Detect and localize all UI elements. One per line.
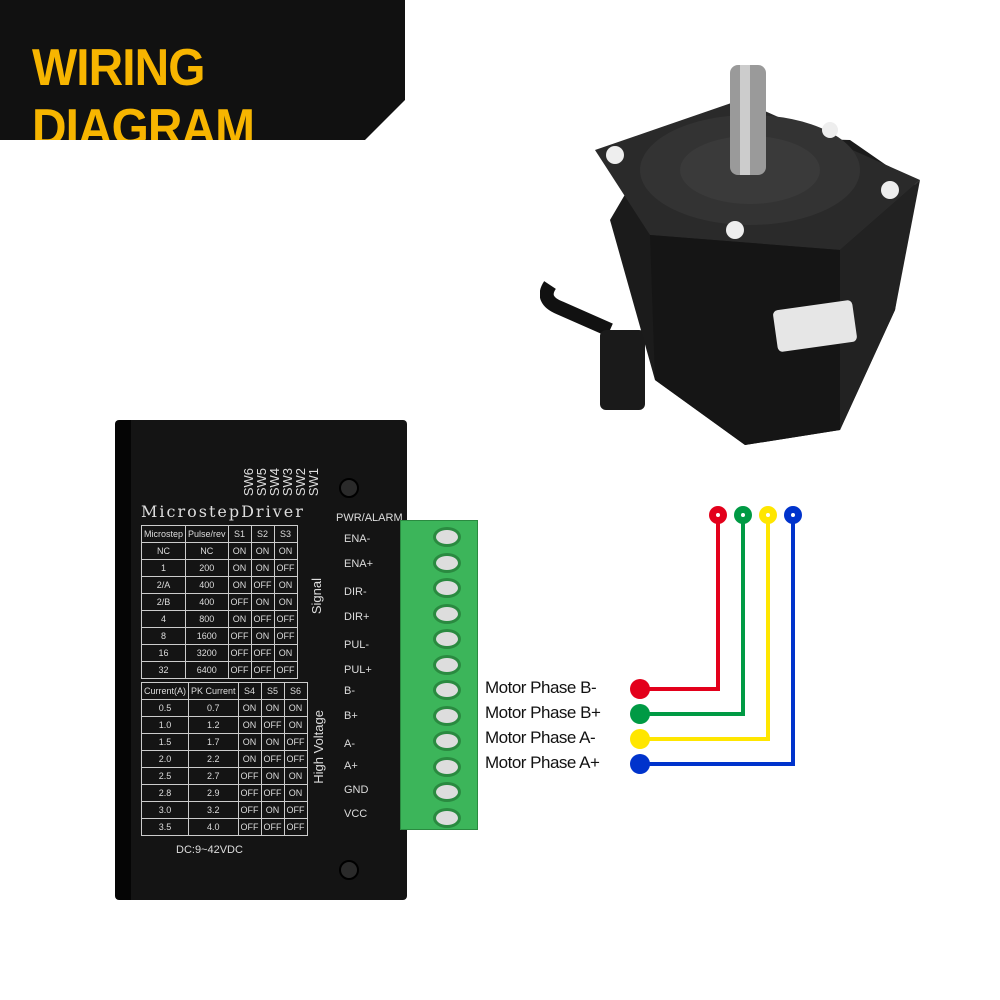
signal-pin-label: PUL-	[344, 639, 370, 651]
wire-label: Motor Phase B-	[485, 678, 597, 697]
driver-title: MicrostepDriver	[141, 502, 305, 521]
wire	[640, 515, 720, 691]
wire-end-dot	[630, 704, 650, 724]
wire-end-dot	[630, 679, 650, 699]
power-pin-label: B+	[344, 710, 358, 722]
wire-label: Motor Phase A+	[485, 753, 600, 772]
power-pin-label: A+	[344, 760, 358, 772]
terminal-screw	[433, 654, 461, 675]
terminal-screw	[433, 756, 461, 777]
terminal-screw	[433, 527, 461, 547]
signal-pin-label: DIR+	[344, 611, 370, 623]
power-pin-label: VCC	[344, 808, 368, 820]
terminal-screw	[433, 680, 461, 700]
wire-end-dot-center	[741, 513, 745, 517]
table-cell: 3.5	[140, 818, 190, 836]
wire-label: Motor Phase B+	[485, 703, 601, 722]
wire-end-dot-center	[791, 513, 795, 517]
signal-pin-label: ENA-	[344, 533, 371, 545]
header-banner: WIRING DIAGRAM	[0, 0, 405, 140]
banner-title: WIRING DIAGRAM	[32, 39, 255, 157]
screw	[339, 860, 359, 880]
wire-end-dot-center	[766, 513, 770, 517]
wire-end-dot-center	[716, 513, 720, 517]
table-cell: OFF	[283, 801, 308, 819]
terminal-block	[400, 520, 478, 830]
terminal-screw	[433, 578, 461, 598]
power-pin-label: GND	[344, 784, 369, 796]
terminal-screw	[433, 807, 461, 828]
terminal-screw	[433, 603, 461, 624]
terminal-screw	[433, 731, 461, 751]
terminal-screw	[433, 629, 461, 649]
table-cell: OFF	[260, 818, 285, 836]
signal-pin-label: PUL+	[344, 664, 372, 676]
table-cell: OFF	[283, 818, 308, 836]
wire	[640, 515, 795, 766]
terminal-screw	[433, 552, 461, 573]
table-cell: 32	[140, 661, 187, 679]
pwr-alarm-label: PWR/ALARM	[336, 512, 403, 524]
wire-label: Motor Phase A-	[485, 728, 596, 747]
stepper-motor-image	[540, 65, 920, 445]
screw	[339, 478, 359, 498]
power-pin-label: B-	[344, 685, 355, 697]
signal-pin-label: ENA+	[344, 558, 374, 570]
wire-end-dot	[630, 729, 650, 749]
terminal-screw	[433, 705, 461, 726]
table-cell: OFF	[273, 661, 298, 679]
wire	[640, 515, 745, 716]
voltage-label: DC:9~42VDC	[176, 844, 243, 856]
wire-end-dot	[630, 754, 650, 774]
signal-pin-label: DIR-	[344, 586, 367, 598]
wire	[640, 515, 770, 741]
table-cell: OFF	[273, 610, 298, 628]
terminal-screw	[433, 782, 461, 802]
power-pin-label: A-	[344, 738, 355, 750]
table-cell: ON	[273, 593, 298, 611]
